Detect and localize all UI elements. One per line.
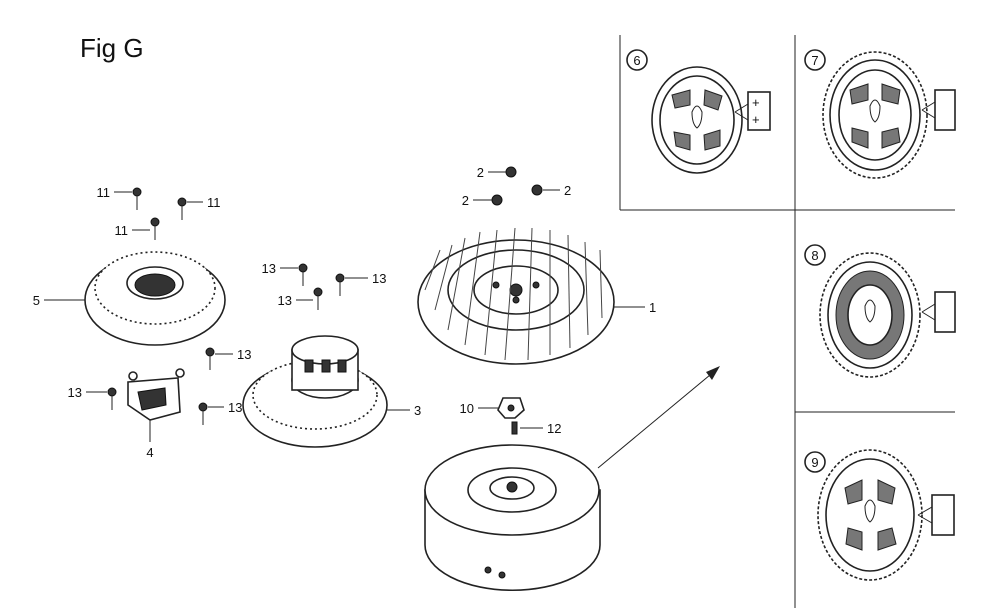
variant-7-number: 7 [811,53,818,68]
callout-1: 1 [649,300,656,315]
callout-2b: 2 [462,193,469,208]
callout-13c: 13 [278,293,292,308]
fan-part-1 [417,227,615,365]
variant-9-badge [804,451,826,473]
variant-8-number: 8 [811,248,818,263]
callout-13f: 13 [228,400,242,415]
callout-13b: 13 [372,271,386,286]
figure-title: Fig G [80,33,144,63]
variant-6-rotor: 6 + + [626,49,771,174]
inset-frames [619,35,955,608]
leader-lines [44,171,645,442]
callout-2c: 2 [564,183,571,198]
variant-arrow [597,366,720,469]
callout-13e: 13 [68,385,82,400]
nut-part-10 [497,397,525,419]
pulley-part-3 [242,335,388,448]
callout-2a: 2 [477,165,484,180]
svg-text:+: + [752,112,760,127]
nuts-part-2 [491,166,543,206]
cup-part-5 [84,251,226,346]
callout-5: 5 [33,293,40,308]
callout-11c: 11 [115,223,129,238]
bolts [107,187,345,425]
callout-10: 10 [460,401,474,416]
variant-9-number: 9 [811,455,818,470]
callout-13a: 13 [262,261,276,276]
flywheel [424,444,601,592]
bracket-part-4 [127,368,185,421]
callout-11b: 11 [207,195,221,210]
variant-8-badge [804,244,826,266]
variant-7-badge [804,49,826,71]
variant-8-rotor: 8 [804,244,956,378]
callout-labels: 2 2 2 11 11 11 13 13 13 13 13 13 1 3 4 5… [33,165,656,460]
variant-7-rotor: 7 [804,49,956,179]
callout-3: 3 [414,403,421,418]
variant-9-rotor: 9 [804,449,955,581]
callout-12: 12 [547,421,561,436]
variant-6-number: 6 [633,53,640,68]
variant-6-badge [626,49,648,71]
callout-13d: 13 [237,347,251,362]
callout-4: 4 [146,445,153,460]
svg-text:+: + [752,95,760,110]
callout-11a: 11 [97,185,111,200]
key-part-12 [511,421,518,435]
